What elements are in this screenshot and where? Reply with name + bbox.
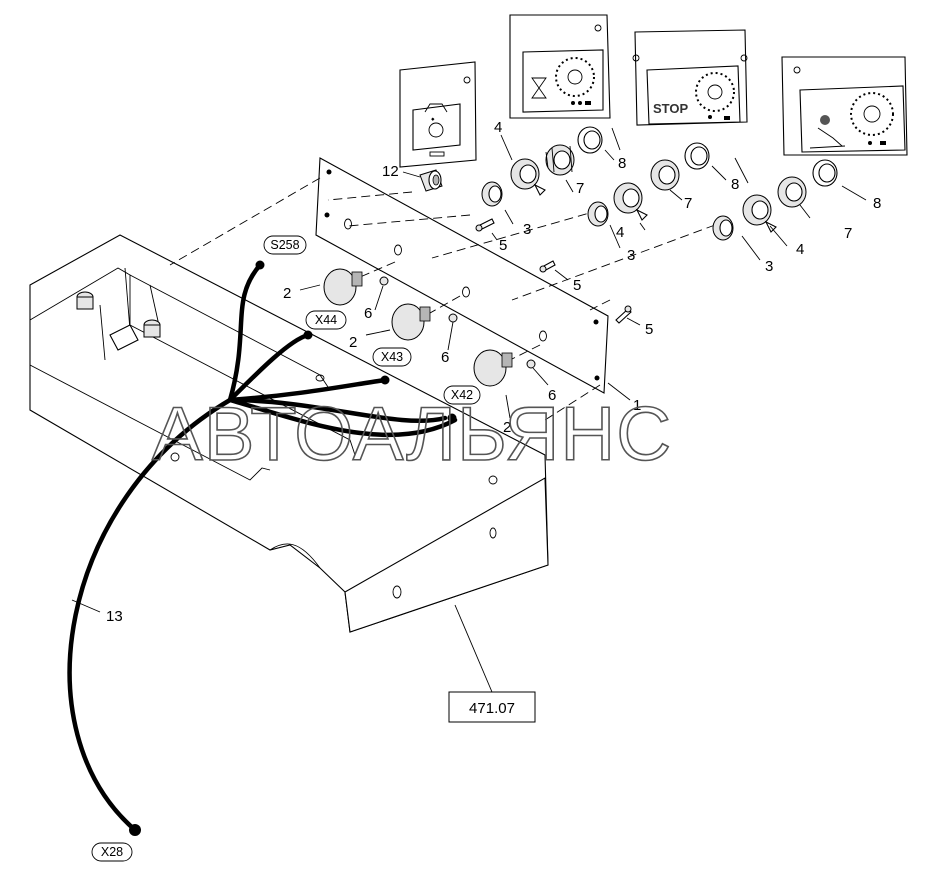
indicator-lamp <box>419 169 443 192</box>
knob-set-1 <box>481 126 603 207</box>
callout-numbers: 12 4 4 4 7 7 7 8 8 8 3 3 3 5 5 5 2 2 2 6… <box>106 119 881 625</box>
svg-text:S258: S258 <box>270 238 299 252</box>
callout-3b: 3 <box>627 247 635 264</box>
callout-12: 12 <box>382 163 399 180</box>
callout-7b: 7 <box>684 195 692 212</box>
callout-6c: 6 <box>548 387 556 404</box>
callout-3c: 3 <box>765 258 773 275</box>
svg-text:X43: X43 <box>381 350 403 364</box>
nuts <box>379 276 536 369</box>
callout-5a: 5 <box>499 237 507 254</box>
reference-box-label: 471.07 <box>469 700 515 717</box>
callout-7c: 7 <box>844 225 852 242</box>
svg-text:X42: X42 <box>451 388 473 402</box>
connector-tag-x42: X42 <box>443 385 481 405</box>
decal-selector: ⬩ <box>399 61 477 168</box>
decal-stop: STOP <box>632 29 748 126</box>
callout-2c: 2 <box>503 419 511 436</box>
callout-4a: 4 <box>494 119 502 136</box>
connector-tag-x44: X44 <box>305 310 347 330</box>
callout-4b: 4 <box>616 224 624 241</box>
callout-3a: 3 <box>523 221 531 238</box>
callout-8a: 8 <box>618 155 626 172</box>
rotary-switches <box>323 268 513 387</box>
knob-set-2 <box>587 142 710 227</box>
front-plate <box>315 157 609 394</box>
callout-4c: 4 <box>796 241 804 258</box>
callout-5c: 5 <box>645 321 653 338</box>
connector-tag-s258: S258 <box>263 235 307 255</box>
svg-text:X44: X44 <box>315 313 337 327</box>
connector-tag-x28: X28 <box>91 842 133 862</box>
reference-box: 471.07 <box>448 691 536 723</box>
callout-8c: 8 <box>873 195 881 212</box>
callout-8b: 8 <box>731 176 739 193</box>
stop-text: STOP <box>653 101 688 116</box>
cable-harness <box>67 260 458 836</box>
svg-text:⬩: ⬩ <box>431 114 435 125</box>
callout-7a: 7 <box>576 180 584 197</box>
callout-5b: 5 <box>573 277 581 294</box>
decal-timer <box>509 14 611 119</box>
callout-13: 13 <box>106 608 123 625</box>
connector-tag-x43: X43 <box>372 347 412 367</box>
console-housing <box>29 234 549 633</box>
screws <box>475 218 632 324</box>
callout-2b: 2 <box>349 334 357 351</box>
callout-6a: 6 <box>364 305 372 322</box>
callout-2a: 2 <box>283 285 291 302</box>
callout-1: 1 <box>633 397 641 414</box>
reference-leader <box>454 604 493 693</box>
svg-text:X28: X28 <box>101 845 123 859</box>
decal-worker <box>781 56 908 156</box>
knob-set-3 <box>712 159 838 241</box>
watermark: АВТОАЛЬЯНС <box>152 392 672 477</box>
callout-6b: 6 <box>441 349 449 366</box>
callout-leaders <box>71 127 867 613</box>
